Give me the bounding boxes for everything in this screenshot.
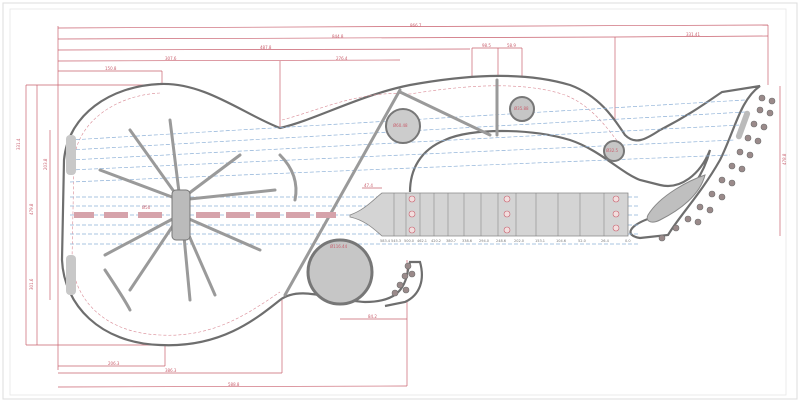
- dim-label: 98.5: [482, 43, 491, 48]
- dim-label: 150.8: [105, 66, 117, 71]
- nut-label: 47.4: [364, 183, 373, 188]
- harp-headstock: [646, 110, 751, 223]
- fret-label: 583.4: [380, 239, 391, 243]
- fret-label: 153.1: [535, 239, 545, 243]
- soundhole-label: Ø116.44: [330, 244, 348, 249]
- fret-label: 380.7: [446, 239, 456, 243]
- fret-label: 294.0: [479, 239, 489, 243]
- bridge-pads: [74, 212, 336, 218]
- bridge-label: Ø50: [142, 205, 151, 210]
- sound-holes: Ø60.48 Ø116.44 Ø35.88 Ø32.5: [306, 96, 625, 306]
- dim-label: 331.41: [686, 32, 700, 37]
- top-dimensions: 866.7 844.8 487.8 307.6 276.4 150.8 98.5…: [57, 23, 769, 370]
- dim-label: 206.3: [108, 361, 120, 366]
- dim-overall: 866.7: [410, 23, 422, 28]
- dim-label: 478.8: [782, 153, 787, 165]
- end-pad: [66, 255, 76, 295]
- fret-label: 248.6: [496, 239, 506, 243]
- fret-label: 26.4: [601, 239, 610, 243]
- side-dimensions: 331.4 479.8 301.6 203.8 478.8: [16, 84, 787, 346]
- fret-label: 0.0: [625, 239, 631, 243]
- purfling-line: [71, 85, 619, 336]
- bottom-dimensions: 206.3 386.3 588.8 84.2: [57, 260, 408, 388]
- inner-border: [9, 8, 787, 396]
- body-outline: [60, 74, 761, 347]
- dim-label: 588.8: [228, 382, 240, 387]
- dim-label: 844.8: [332, 34, 344, 39]
- fret-label: 104.6: [556, 239, 566, 243]
- soundhole-label: Ø60.48: [393, 123, 408, 128]
- bridge: [171, 189, 191, 241]
- fret-position-labels: 583.4 545.3 500.0 462.1 420.2 380.7 338.…: [380, 239, 631, 243]
- dim-label: 487.8: [260, 45, 272, 50]
- end-pad: [66, 135, 76, 175]
- fret-label: 462.1: [417, 239, 427, 243]
- fret-label: 52.0: [578, 239, 586, 243]
- dim-label: 84.2: [368, 314, 377, 319]
- fret-label: 202.0: [514, 239, 524, 243]
- dim-label: 276.4: [336, 56, 348, 61]
- dim-label: 386.3: [165, 368, 177, 373]
- dim-label: 479.8: [29, 203, 34, 215]
- dim-label: 58.9: [507, 43, 516, 48]
- tuner-pegs: [391, 94, 776, 297]
- fret-label: 338.6: [462, 239, 472, 243]
- dim-label: 301.6: [29, 278, 34, 290]
- bracing: [98, 78, 499, 312]
- dim-label: 307.6: [165, 56, 177, 61]
- fret-label: 500.0: [404, 239, 414, 243]
- soundhole-label: Ø35.88: [514, 106, 529, 111]
- dim-label: 203.8: [43, 158, 48, 170]
- soundhole-label: Ø32.5: [606, 148, 619, 153]
- fretboard: 47.4: [349, 183, 629, 237]
- fret-label: 420.2: [431, 239, 441, 243]
- fret-label: 545.3: [391, 239, 401, 243]
- dim-label: 331.4: [16, 138, 21, 150]
